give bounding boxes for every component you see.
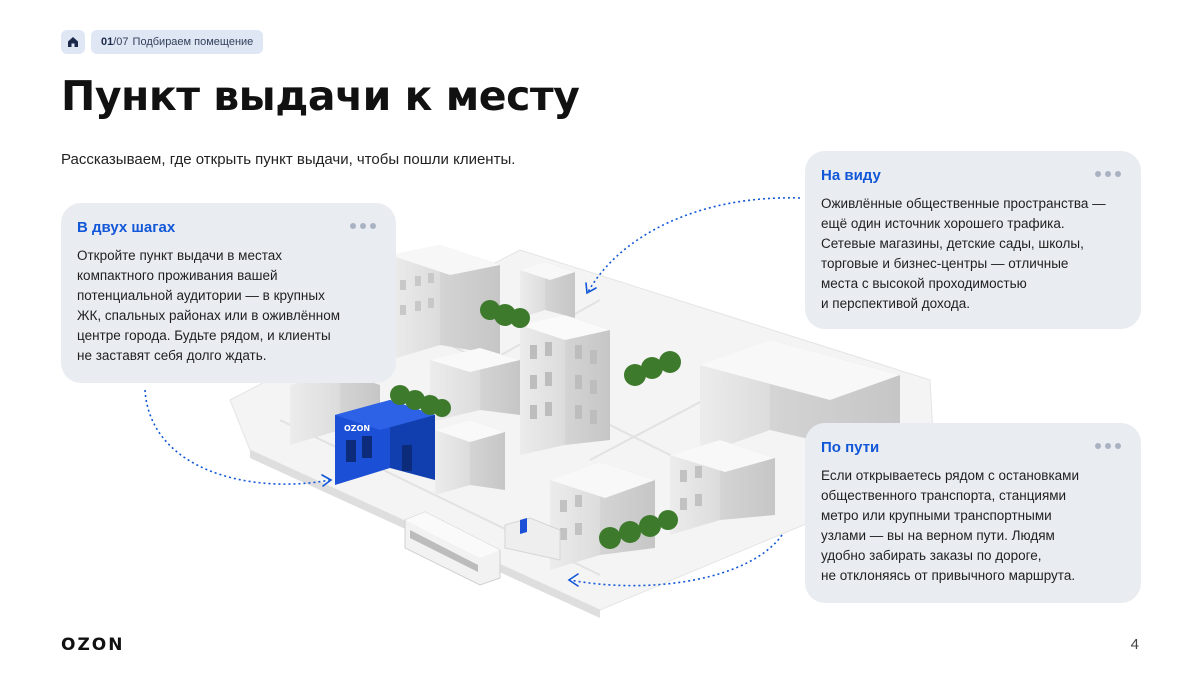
page-number: 4 [1130, 636, 1139, 653]
building-back-small [520, 262, 575, 318]
section-name: Подбираем помещение [132, 36, 254, 48]
arrow-top [587, 197, 801, 293]
home-icon [68, 37, 78, 47]
arrow-bottom [569, 534, 783, 587]
ozon-logo: OZON [61, 635, 125, 655]
breadcrumb: 01 /07 Подбираем помещение [61, 30, 264, 54]
card-two-steps-text: Откройте пункт выдачи в местах компактно… [77, 248, 341, 363]
page-subtitle: Рассказываем, где открыть пункт выдачи, … [61, 151, 516, 168]
trees [390, 300, 681, 549]
card-in-sight-heading: На виду [821, 167, 881, 184]
card-in-sight: На виду Оживлённые общественные простран… [805, 151, 1141, 329]
dotted-arrows [144, 197, 801, 587]
card-on-the-way-heading: По пути [821, 439, 880, 456]
building-lower-right [670, 440, 775, 535]
step-current: 01 [101, 36, 114, 48]
card-two-steps: В двух шагах Откройте пункт выдачи в мес… [61, 203, 396, 383]
step-pill[interactable]: 01 /07 Подбираем помещение [91, 30, 264, 54]
more-icon[interactable] [1095, 171, 1121, 177]
building-warehouse [700, 340, 900, 460]
store-sign: OZON [344, 424, 370, 433]
arrow-left [144, 389, 331, 485]
card-on-the-way-text: Если открываетесь рядом с остановками об… [821, 468, 1079, 583]
bus [404, 511, 501, 586]
bus-stop [504, 517, 561, 561]
card-two-steps-heading: В двух шагах [77, 219, 176, 236]
more-icon[interactable] [1095, 443, 1121, 449]
step-total: /07 [113, 36, 129, 48]
building-near-store [435, 420, 505, 495]
card-on-the-way: По пути Если открываетесь рядом с остано… [805, 423, 1141, 603]
building-tower [520, 315, 610, 455]
card-in-sight-text: Оживлённые общественные пространства — е… [821, 196, 1106, 311]
home-button[interactable] [61, 30, 85, 54]
arrow-heads [321, 282, 597, 587]
building-back-left [390, 245, 500, 360]
more-icon[interactable] [350, 223, 376, 229]
page-title: Пункт выдачи к месту [61, 72, 580, 120]
